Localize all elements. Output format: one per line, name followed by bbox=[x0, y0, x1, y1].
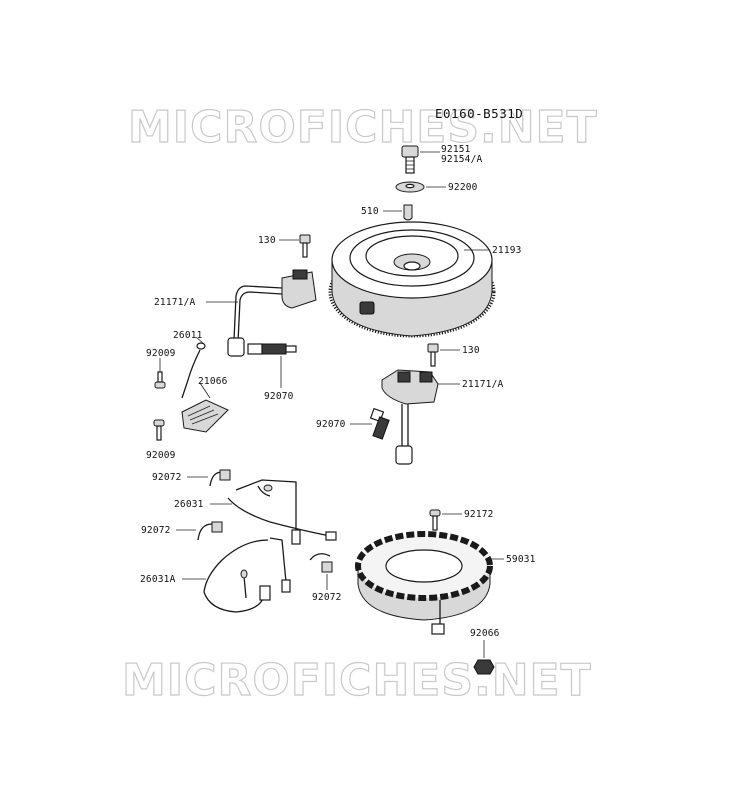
label-21171a-right: 21171/A bbox=[462, 379, 504, 390]
watermark-bottom: MICROFICHES.NET bbox=[122, 655, 592, 706]
stator-59031 bbox=[355, 531, 493, 635]
label-92200: 92200 bbox=[448, 182, 478, 193]
leader-21066 bbox=[199, 382, 211, 399]
label-92072-mid: 92072 bbox=[141, 525, 171, 536]
clamp-92072-top bbox=[209, 469, 231, 487]
ignition-coil-21171a-left bbox=[227, 269, 317, 357]
label-92151: 92151 bbox=[441, 144, 471, 155]
bolt-130-right bbox=[427, 343, 439, 367]
regulator-21066 bbox=[181, 399, 229, 433]
label-92172: 92172 bbox=[464, 509, 494, 520]
screw-92172 bbox=[429, 509, 441, 531]
flywheel-bolt-92151 bbox=[401, 145, 419, 174]
leader-26011 bbox=[195, 336, 205, 345]
label-26031a: 26031A bbox=[140, 574, 176, 585]
ignition-coil-21171a-right bbox=[381, 369, 439, 465]
label-92070-right: 92070 bbox=[316, 419, 346, 430]
label-92009-top: 92009 bbox=[146, 348, 176, 359]
label-510: 510 bbox=[361, 206, 379, 217]
label-92154a: 92154/A bbox=[441, 154, 483, 165]
label-92072-bottom: 92072 bbox=[312, 592, 342, 603]
screw-92009-top bbox=[154, 371, 166, 389]
label-130-top: 130 bbox=[258, 235, 276, 246]
label-130-right: 130 bbox=[462, 345, 480, 356]
key-510 bbox=[403, 204, 413, 221]
clamp-92072-bottom bbox=[309, 553, 333, 573]
label-59031: 59031 bbox=[506, 554, 536, 565]
screw-92009-bottom bbox=[153, 419, 165, 441]
lead-26011 bbox=[181, 342, 206, 399]
label-92070-left: 92070 bbox=[264, 391, 294, 402]
bolt-130-top bbox=[299, 234, 311, 258]
flywheel-21193 bbox=[328, 221, 496, 338]
label-92009-bottom: 92009 bbox=[146, 450, 176, 461]
spark-plug-92070-right bbox=[369, 407, 390, 440]
label-21171a-left: 21171/A bbox=[154, 297, 196, 308]
label-92072-top: 92072 bbox=[152, 472, 182, 483]
label-92066: 92066 bbox=[470, 628, 500, 639]
label-26031: 26031 bbox=[174, 499, 204, 510]
label-26011: 26011 bbox=[173, 330, 203, 341]
spark-plug-92070-left bbox=[247, 343, 297, 355]
washer-92200 bbox=[395, 181, 425, 193]
nut-92066 bbox=[473, 659, 495, 675]
watermark-top: MICROFICHES.NET bbox=[128, 102, 598, 153]
diagram-code: E0160-B531D bbox=[435, 106, 523, 121]
wire-harness-26031a bbox=[203, 537, 291, 613]
clamp-92072-mid bbox=[197, 521, 223, 541]
wire-harness-26031 bbox=[227, 479, 337, 545]
label-21193: 21193 bbox=[492, 245, 522, 256]
label-21066: 21066 bbox=[198, 376, 228, 387]
